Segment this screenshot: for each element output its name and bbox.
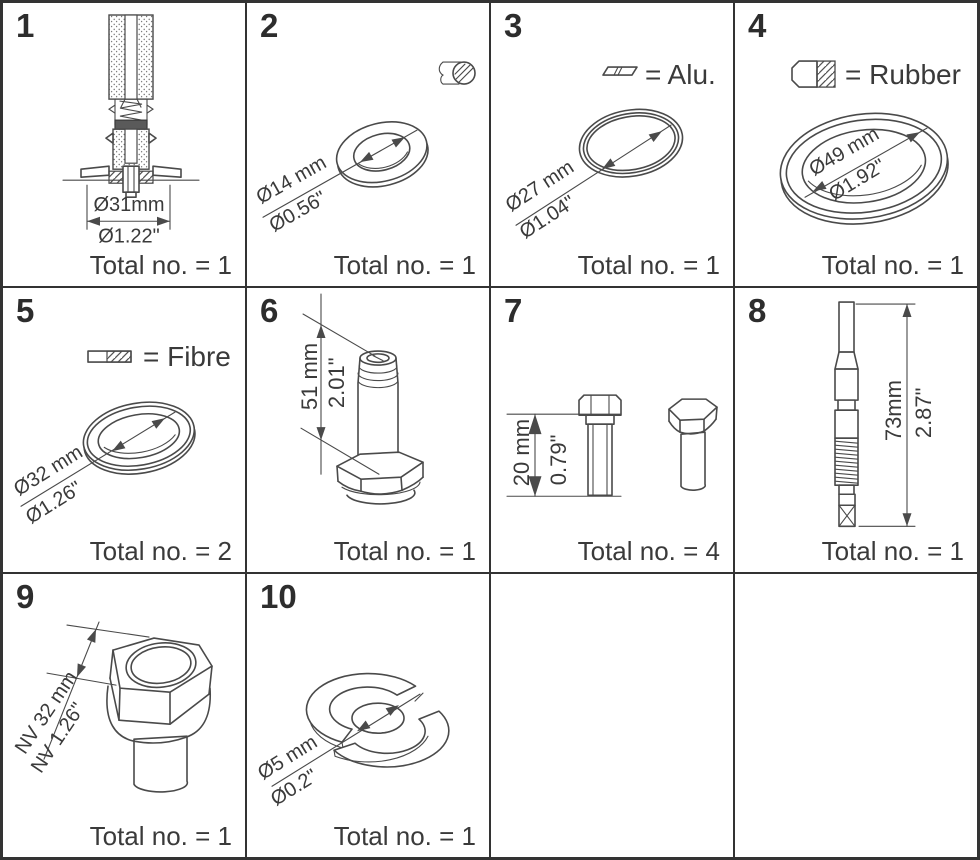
gasket-ring-shape — [578, 108, 684, 178]
alu-material-icon — [602, 66, 638, 76]
total-count-label: Total no. = 1 — [821, 250, 964, 281]
item-number: 7 — [504, 292, 523, 330]
total-count-label: Total no. = 1 — [821, 535, 964, 566]
split-washer-shape — [305, 672, 450, 768]
item-number: 2 — [260, 7, 279, 44]
hex-plug-drawing: NV 32 mm NV 1.26" — [11, 621, 213, 793]
total-count-label: Total no. = 1 — [333, 250, 476, 281]
dim-inch-label: Ø1.22" — [98, 225, 160, 247]
washer-drawing: Ø14 mm Ø0.56" — [253, 61, 476, 237]
dim-mm-label: Ø31mm — [93, 194, 164, 216]
item-number: 1 — [16, 7, 35, 44]
total-count-label: Total no. = 1 — [333, 535, 476, 566]
bolts-drawing: 20 mm 0.79" — [506, 394, 718, 498]
kit-item-1: Ø31mm Ø1.22" 1 Total no. = 1 — [3, 3, 245, 287]
rubber-material-icon — [791, 60, 836, 88]
bolt-front-view — [578, 394, 622, 497]
stem-drawing: 73mm 2.87" — [834, 301, 936, 528]
total-count-label: Total no. = 4 — [577, 535, 720, 566]
total-count-label: Total no. = 1 — [577, 250, 720, 281]
item-number: 6 — [260, 292, 279, 330]
dim-mm-label: 73mm — [881, 380, 906, 441]
kit-item-8: 73mm 2.87" 8 Total no. = 1 — [735, 288, 977, 572]
empty-cell — [491, 573, 733, 857]
item-number: 5 — [16, 292, 35, 330]
material-label: = Alu. — [645, 59, 716, 90]
material-label: = Fibre — [143, 341, 231, 372]
kit-item-9: NV 32 mm NV 1.26" 9 Total no. = 1 — [3, 573, 245, 857]
dim-inch-label: 2.01" — [324, 358, 349, 409]
dim-inch-label: 2.87" — [911, 388, 936, 439]
item-number: 4 — [748, 7, 767, 44]
dim-inch-label: 0.79" — [546, 435, 571, 486]
alu-gasket-drawing: = Alu. Ø27 mm Ø1.04" — [502, 59, 716, 243]
oring-shape — [779, 112, 949, 225]
length-dimension: 73mm 2.87" — [855, 303, 936, 528]
kit-item-6: 51 mm 2.01" 6 Total no. = 1 — [247, 288, 489, 572]
washer-shape — [335, 121, 429, 188]
dim-mm-label: 20 mm — [509, 419, 534, 486]
material-label: = Rubber — [845, 59, 961, 90]
gasket-ring-shape — [82, 401, 196, 476]
kit-item-7: 20 mm 0.79" 7 Total no. = 4 — [491, 288, 733, 572]
total-count-label: Total no. = 2 — [89, 535, 232, 566]
kit-item-4: = Rubber Ø49 mm Ø1.92" 4 Total no. = 1 — [735, 3, 977, 287]
valve-insert-drawing: Ø31mm Ø1.22" — [62, 14, 200, 247]
hex-plug-shape — [106, 636, 213, 793]
tube-shape — [336, 350, 424, 505]
total-count-label: Total no. = 1 — [89, 821, 232, 851]
length-dimension: 51 mm 2.01" — [297, 293, 380, 476]
armature-tube-drawing: 51 mm 2.01" — [297, 293, 424, 505]
kit-item-2: Ø14 mm Ø0.56" 2 Total no. = 1 — [247, 3, 489, 287]
steel-cross-section-icon — [438, 61, 476, 85]
bolt-iso-view — [668, 398, 718, 492]
total-count-label: Total no. = 1 — [89, 250, 232, 281]
empty-cell — [735, 573, 977, 857]
oring-drawing: = Rubber Ø49 mm Ø1.92" — [779, 59, 961, 225]
kit-item-5: = Fibre Ø32 mm Ø1.26" 5 Total no. = 2 — [3, 288, 245, 572]
split-washer-drawing: Ø5 mm Ø0.2" — [254, 672, 450, 810]
length-dimension: 20 mm 0.79" — [506, 413, 622, 498]
stem-shape — [834, 301, 859, 528]
fibre-material-icon — [87, 350, 132, 364]
item-number: 8 — [748, 292, 767, 330]
fibre-gasket-drawing: = Fibre Ø32 mm Ø1.26" — [10, 341, 231, 528]
item-number: 3 — [504, 7, 523, 44]
kit-item-3: = Alu. Ø27 mm Ø1.04" 3 Total no. = 1 — [491, 3, 733, 287]
total-count-label: Total no. = 1 — [333, 821, 476, 851]
kit-item-10: Ø5 mm Ø0.2" 10 Total no. = 1 — [247, 573, 489, 857]
item-number: 10 — [260, 577, 297, 615]
diameter-dimension: Ø31mm Ø1.22" — [86, 184, 171, 247]
valve-body — [62, 14, 200, 199]
item-number: 9 — [16, 577, 35, 615]
dim-mm-label: 51 mm — [297, 343, 322, 410]
